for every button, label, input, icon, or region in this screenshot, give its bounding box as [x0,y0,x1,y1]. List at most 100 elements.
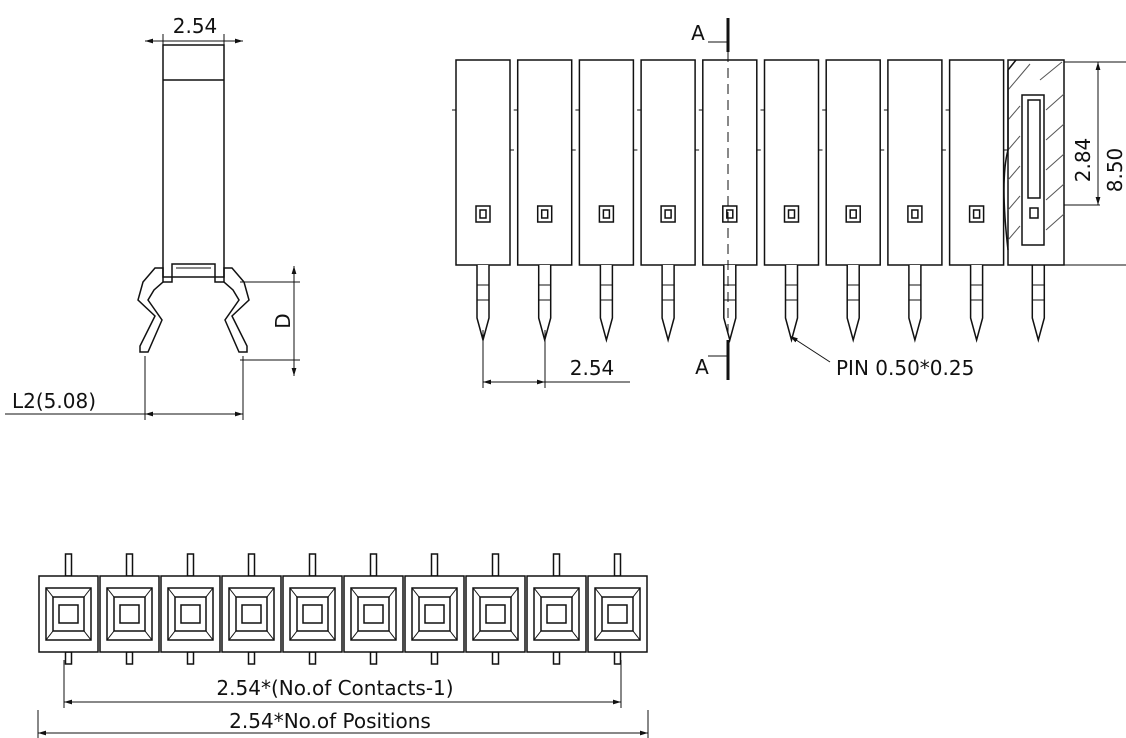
front-housing-cell [948,59,1005,266]
bottom-cell-bevel [510,587,519,598]
bottom-cell-bevel [266,630,275,641]
side-clip-right [223,267,250,353]
bottom-cell-bevel [594,630,603,641]
bottom-cell-bevel [228,587,237,598]
bottom-pin-top [491,553,500,577]
front-housing-cell [455,59,511,266]
bottom-cell-contact [119,604,140,624]
front-pins [476,265,1046,343]
front-pin [661,265,675,343]
front-housing-cell [516,59,573,266]
bottom-cell-bevel [167,587,176,598]
front-view: A A 2.84 8.50 2.54 PIN 0.50*0.25 [452,18,1126,388]
bottom-pin-bottom [64,651,73,665]
front-contact-window-inner [540,209,549,219]
positions-label: 2.54*No.of Positions [229,709,431,733]
bottom-cell-contact [607,604,628,624]
bottom-cell-cavity [540,596,573,632]
bottom-cell-bevel [228,630,237,641]
contacts-label: 2.54*(No.of Contacts-1) [216,676,453,700]
front-housing-cell [578,59,635,266]
bottom-cell-contact [302,604,323,624]
side-housing [162,44,225,278]
bottom-pin-bottom [491,651,500,665]
bottom-cell-bevel [533,630,542,641]
bottom-cell-bevel [571,587,580,598]
bottom-cell-bevel [144,630,153,641]
bottom-cell-contact [180,604,201,624]
bottom-pin-top [186,553,195,577]
pin-callout-leader [789,335,831,363]
front-housing-cell [887,59,943,266]
bottom-cell-bevel [106,587,115,598]
bottom-cell-bevel [45,630,54,641]
bottom-cell-bevel [472,630,481,641]
bottom-cell-bevel [205,630,214,641]
bottom-cell-bevel [632,630,641,641]
pin-callout-label: PIN 0.50*0.25 [836,356,974,380]
bottom-cell-bevel [106,630,115,641]
bottom-cell-bevel [632,587,641,598]
bottom-cell-bevel [388,630,397,641]
bottom-cell-bevel [83,630,92,641]
section-label-bottom: A [695,355,709,379]
bottom-cells [38,553,648,665]
bottom-pin-bottom [369,651,378,665]
front-contact-window-inner [479,209,487,219]
bottom-cell-bevel [571,630,580,641]
bottom-cell-bevel [594,587,603,598]
bottom-cell-cavity [113,596,146,632]
bottom-cell-contact [424,604,445,624]
bottom-pin-top [64,553,73,577]
bottom-cell-bevel [289,587,298,598]
bottom-cell-bevel [289,630,298,641]
bottom-cell-contact [546,604,567,624]
bottom-pin-bottom [552,651,561,665]
bottom-cell-contact [241,604,262,624]
front-housing-cell [825,59,881,266]
bottom-cell-bevel [350,630,359,641]
bottom-cell-bevel [411,630,420,641]
bottom-cell-contact [485,604,506,624]
bottom-pin-top [247,553,256,577]
side-pitch-label: 2.54 [173,14,218,38]
front-contact-window-inner [787,209,796,219]
front-housing-cells [452,59,1008,266]
bottom-pin-bottom [186,651,195,665]
front-contact-window-inner [972,209,981,219]
front-pin [969,265,984,343]
front-housing-cell [640,59,696,266]
bottom-pin-top [552,553,561,577]
bottom-cell-bevel [350,587,359,598]
bottom-cell-bevel [388,587,397,598]
bottom-cell-bevel [83,587,92,598]
bottom-cell-bevel [205,587,214,598]
bottom-cell-bevel [449,630,458,641]
bottom-cell-bevel [472,587,481,598]
bottom-cell-bevel [533,587,542,598]
bottom-cell-bevel [167,630,176,641]
front-height-label-2: 8.50 [1103,148,1126,193]
bottom-pin-bottom [125,651,134,665]
bottom-pin-bottom [247,651,256,665]
bottom-cell-bevel [327,630,336,641]
side-clip-top [163,263,224,283]
front-pin [784,265,799,343]
front-pin [476,265,490,343]
bottom-cell-bevel [411,587,420,598]
front-height-label-1: 2.84 [1071,138,1095,183]
bottom-cell-cavity [357,596,390,632]
front-housing-cell [702,59,758,266]
front-contact-window-inner [602,209,611,219]
bottom-pin-top [613,553,622,577]
section-contact-inner [1027,99,1041,199]
bottom-view: 2.54*(No.of Contacts-1) 2.54*No.of Posit… [37,553,649,738]
bottom-cell-cavity [235,596,268,632]
bottom-cell-bevel [144,587,153,598]
front-pin [846,265,860,343]
front-pin [908,265,922,343]
bottom-cell-bevel [510,630,519,641]
bottom-pin-top [308,553,317,577]
front-housing-cell [763,59,820,266]
